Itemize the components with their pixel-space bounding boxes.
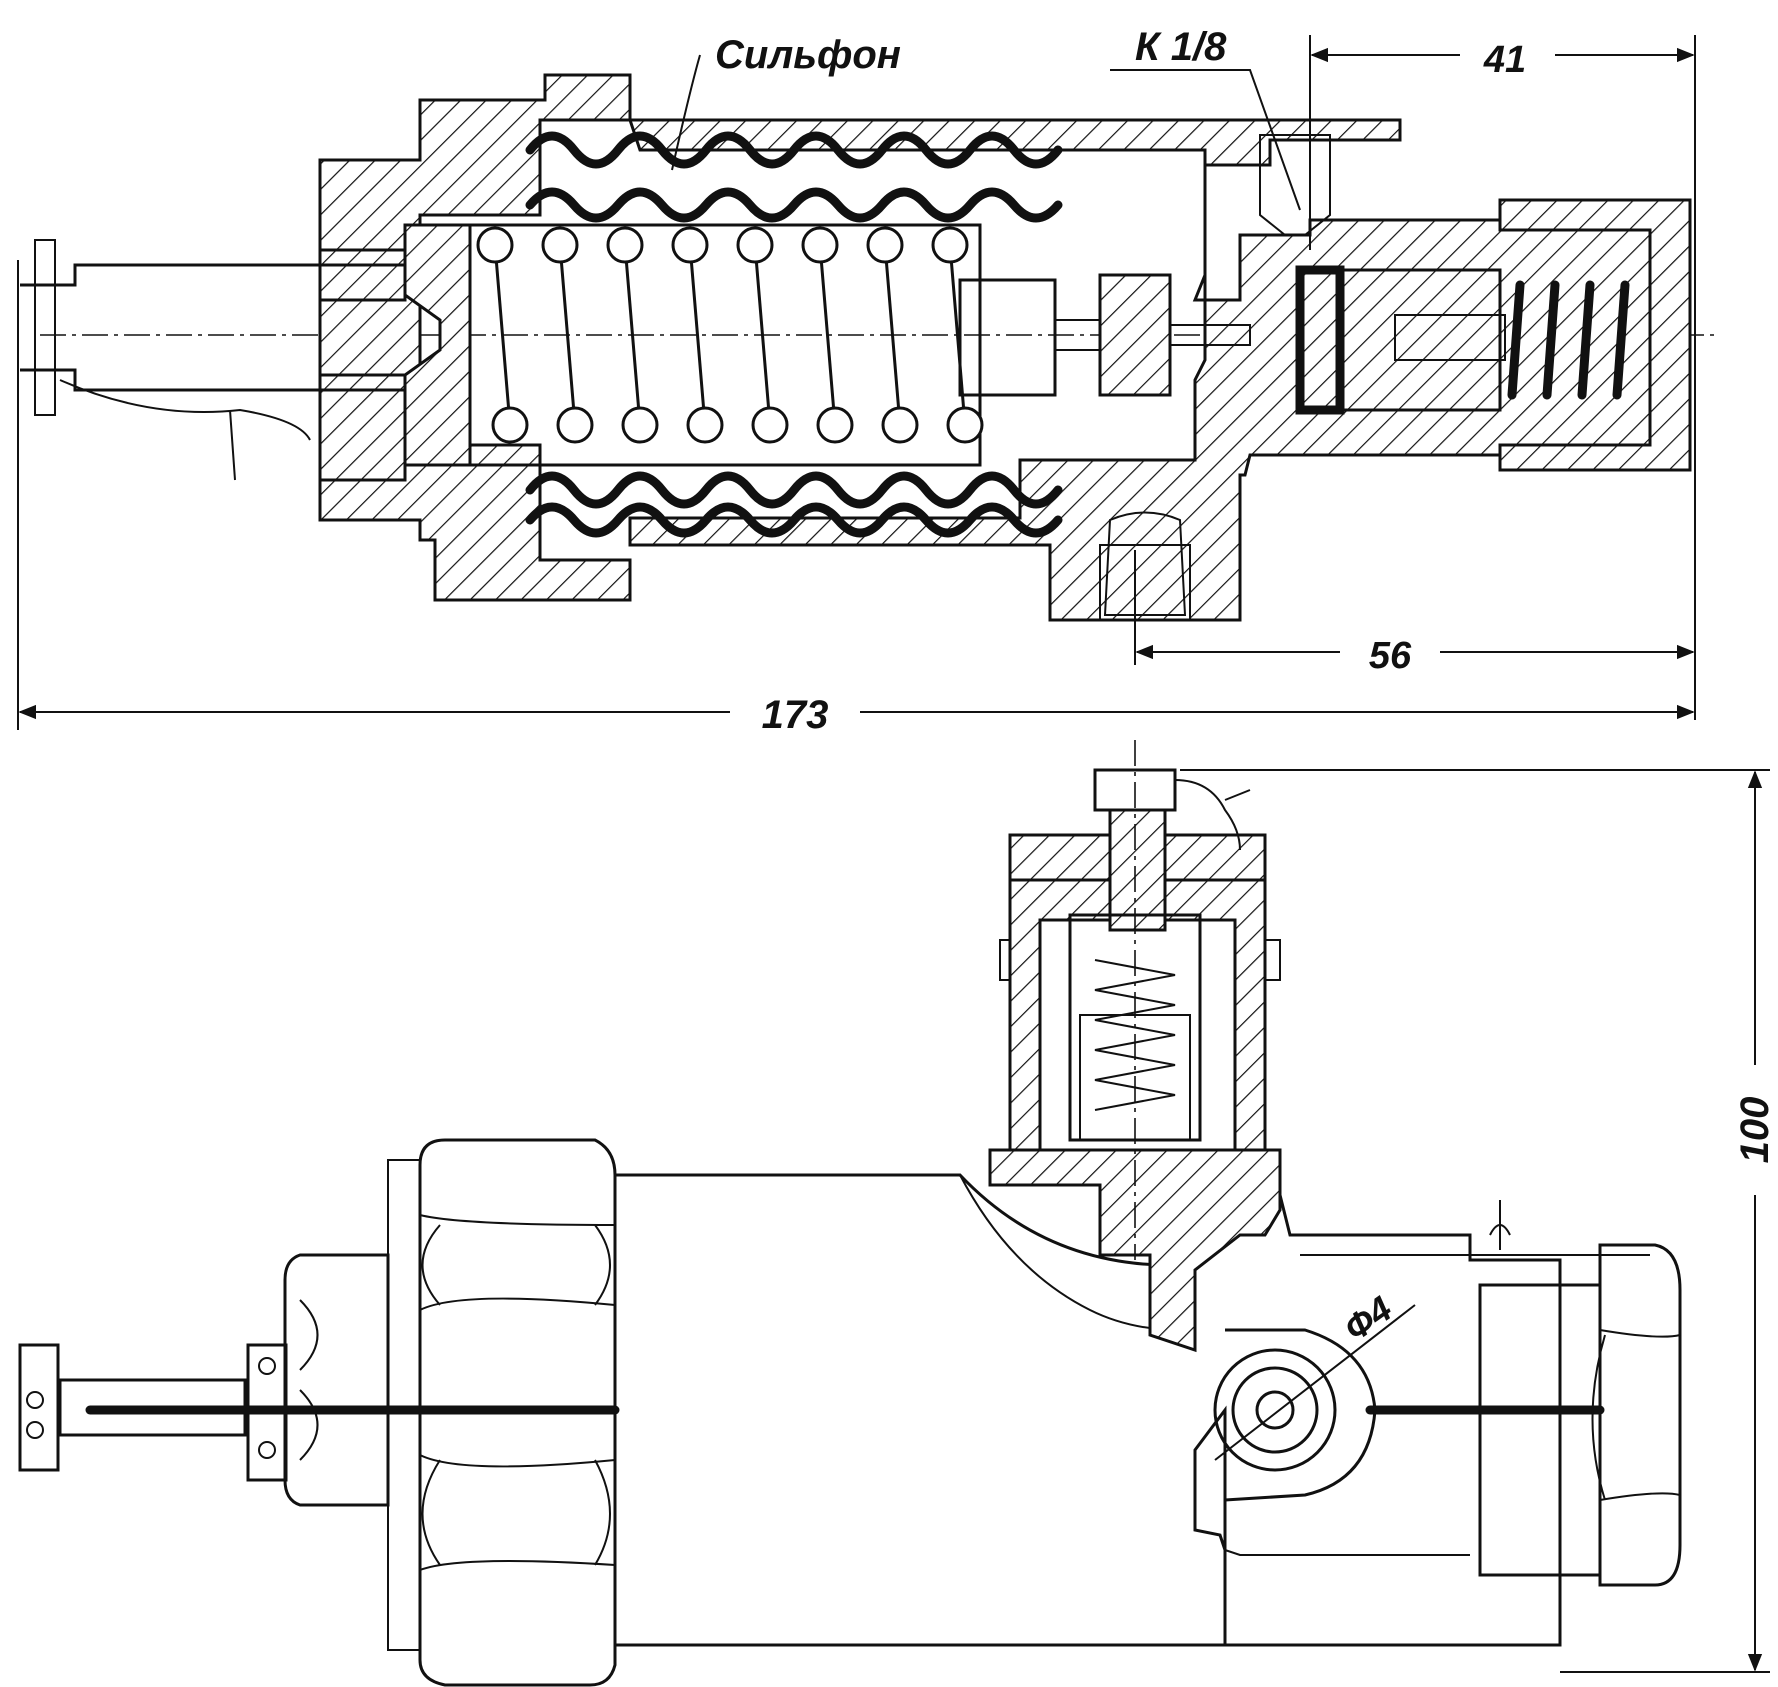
- stem-housing: [318, 248, 407, 302]
- stem-bolt: [258, 1441, 276, 1459]
- diameter-label: Ф4: [1336, 1288, 1399, 1349]
- stem-bolt: [26, 1391, 44, 1409]
- thread-port: [1259, 134, 1331, 236]
- spring-coil: [621, 406, 659, 444]
- section-view: [20, 73, 1720, 622]
- spring-coil: [816, 406, 854, 444]
- spring-coil: [556, 406, 594, 444]
- bellows-top: [525, 131, 1063, 169]
- body-lower-edge: [1224, 1535, 1470, 1556]
- large-hex-facet: [419, 1214, 616, 1571]
- spring-wire: [493, 244, 512, 426]
- thread-leader: [1110, 69, 1301, 211]
- dim-100-gap: [1730, 1065, 1778, 1195]
- spring-coil: [541, 226, 579, 264]
- main-spring: [476, 226, 984, 444]
- spring-coil: [946, 406, 984, 444]
- dim-41-label: 41: [1483, 39, 1526, 81]
- stem-head: [18, 1343, 60, 1472]
- stem: [20, 263, 422, 392]
- valve-seat: [1295, 265, 1345, 415]
- lock-nut: [1098, 273, 1172, 397]
- bottom-port: [1103, 511, 1187, 616]
- small-hex-nut: [283, 1253, 390, 1507]
- right-hex-facet: [1591, 1329, 1681, 1501]
- spring-wire: [688, 244, 707, 426]
- spring-coil: [671, 226, 709, 264]
- adjust-screw: [1108, 808, 1167, 932]
- wire-lead: [59, 379, 311, 481]
- spring-cup: [420, 223, 982, 467]
- valve-cap-shoulder: [999, 939, 1281, 981]
- small-hex-facet: [299, 1299, 319, 1461]
- spring-coil: [801, 226, 839, 264]
- section-dimensions: 41 56 173 Сильфон К 1/8: [17, 25, 1696, 737]
- spring-wire: [753, 244, 772, 426]
- dim-56-gap: [1340, 628, 1440, 674]
- port-boss: [1224, 1328, 1377, 1502]
- bellows-bottom-inner: [525, 502, 1063, 538]
- stem-bolt: [258, 1357, 276, 1375]
- washer: [387, 1159, 421, 1651]
- valve-spring: [1507, 280, 1630, 400]
- port-outer: [1213, 1348, 1337, 1472]
- spring-coil: [476, 226, 514, 264]
- port-inner: [1255, 1390, 1295, 1430]
- port-middle: [1231, 1366, 1319, 1454]
- right-cap: [1498, 198, 1692, 472]
- pin: [1169, 324, 1251, 346]
- spring-coil: [931, 226, 969, 264]
- spring-clip: [1300, 1200, 1650, 1256]
- dim-56-label: 56: [1369, 635, 1412, 677]
- valve-spring-wire: [1507, 280, 1525, 400]
- spring-coil: [606, 226, 644, 264]
- spring-wire: [948, 244, 967, 426]
- spring-coil: [491, 406, 529, 444]
- dim-173-gap: [730, 688, 860, 736]
- spring-wire: [883, 244, 902, 426]
- dim-100-label: 100: [1733, 1097, 1777, 1164]
- spring-coil: [751, 406, 789, 444]
- spring-wire: [623, 244, 642, 426]
- diameter-leader: [1214, 1304, 1416, 1461]
- thread-label: К 1/8: [1135, 25, 1227, 69]
- stem-end: [34, 239, 56, 416]
- valve-wire: [1174, 779, 1251, 851]
- spring-wire: [558, 244, 577, 426]
- valve-stem: [1394, 314, 1506, 361]
- bellows-bottom: [525, 471, 1063, 509]
- stem-bolt: [26, 1421, 44, 1439]
- right-hex-nut: [1598, 1243, 1682, 1587]
- cup-head: [403, 223, 472, 467]
- dim-41-gap: [1460, 32, 1555, 78]
- spring-coil: [686, 406, 724, 444]
- bellows-leader: [671, 54, 701, 171]
- stem-housing-lower: [318, 373, 407, 482]
- height-dimension: 100: [1180, 769, 1778, 1673]
- bellows-label: Сильфон: [715, 33, 901, 77]
- spring-coil: [881, 406, 919, 444]
- valve-cage: [1340, 268, 1502, 412]
- exterior-view: Ф4: [18, 740, 1682, 1687]
- valve-spring-wire: [1542, 280, 1560, 400]
- spring-wire: [818, 244, 837, 426]
- valve-spring-wire: [1577, 280, 1595, 400]
- large-hex-curve: [421, 1224, 611, 1566]
- valve-spring-exterior: [1094, 959, 1176, 1111]
- valve-spring-wire: [1612, 280, 1630, 400]
- large-hex-nut: [418, 1138, 617, 1687]
- dim-173-label: 173: [762, 693, 829, 737]
- spring-coil: [866, 226, 904, 264]
- bottom-boss: [1099, 544, 1191, 621]
- fillet-curve: [959, 1174, 1181, 1331]
- plunger-block: [958, 278, 1057, 397]
- spring-coil: [736, 226, 774, 264]
- right-collar: [1478, 1283, 1602, 1577]
- bellows-top-inner: [525, 187, 1063, 223]
